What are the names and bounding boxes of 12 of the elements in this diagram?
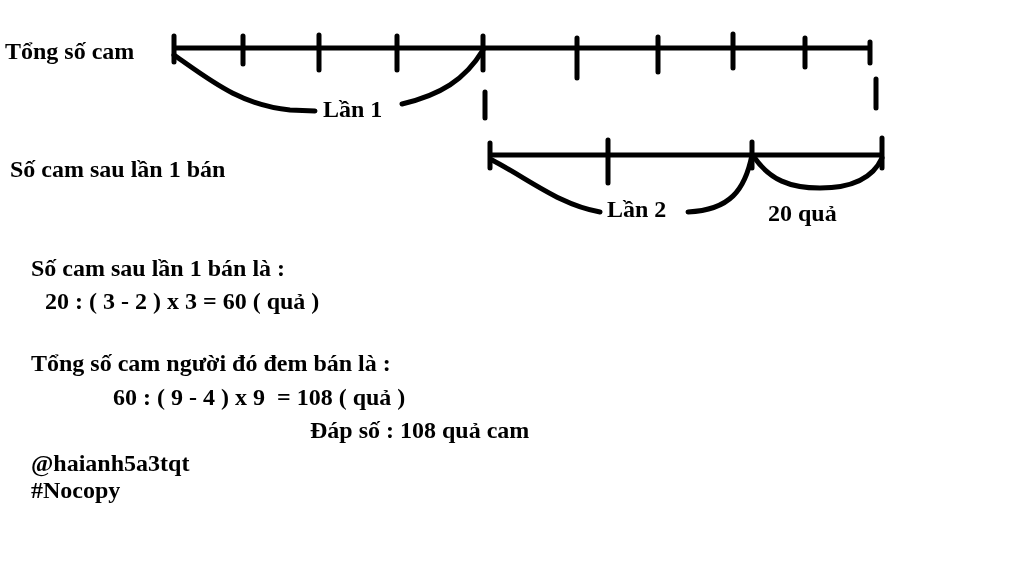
brace-label: 20 quả: [768, 201, 837, 225]
segment-title: Tổng số cam: [5, 39, 135, 63]
equation: 20 : ( 3 - 2 ) x 3 = 60 ( quả ): [45, 289, 320, 313]
hashtag: #Nocopy: [31, 478, 121, 502]
brace-label: Lần 2: [607, 197, 667, 221]
solution-step-heading: Số cam sau lần 1 bán là :: [31, 256, 286, 280]
author-handle: @haianh5a3tqt: [31, 451, 190, 475]
brace-label: Lần 1: [323, 97, 383, 121]
segment-title: Số cam sau lần 1 bán: [10, 157, 226, 181]
final-answer: Đáp số : 108 quả cam: [310, 418, 530, 442]
equation: 60 : ( 9 - 4 ) x 9 = 108 ( quả ): [113, 385, 406, 409]
solution-step-heading: Tổng số cam người đó đem bán là :: [31, 351, 391, 375]
